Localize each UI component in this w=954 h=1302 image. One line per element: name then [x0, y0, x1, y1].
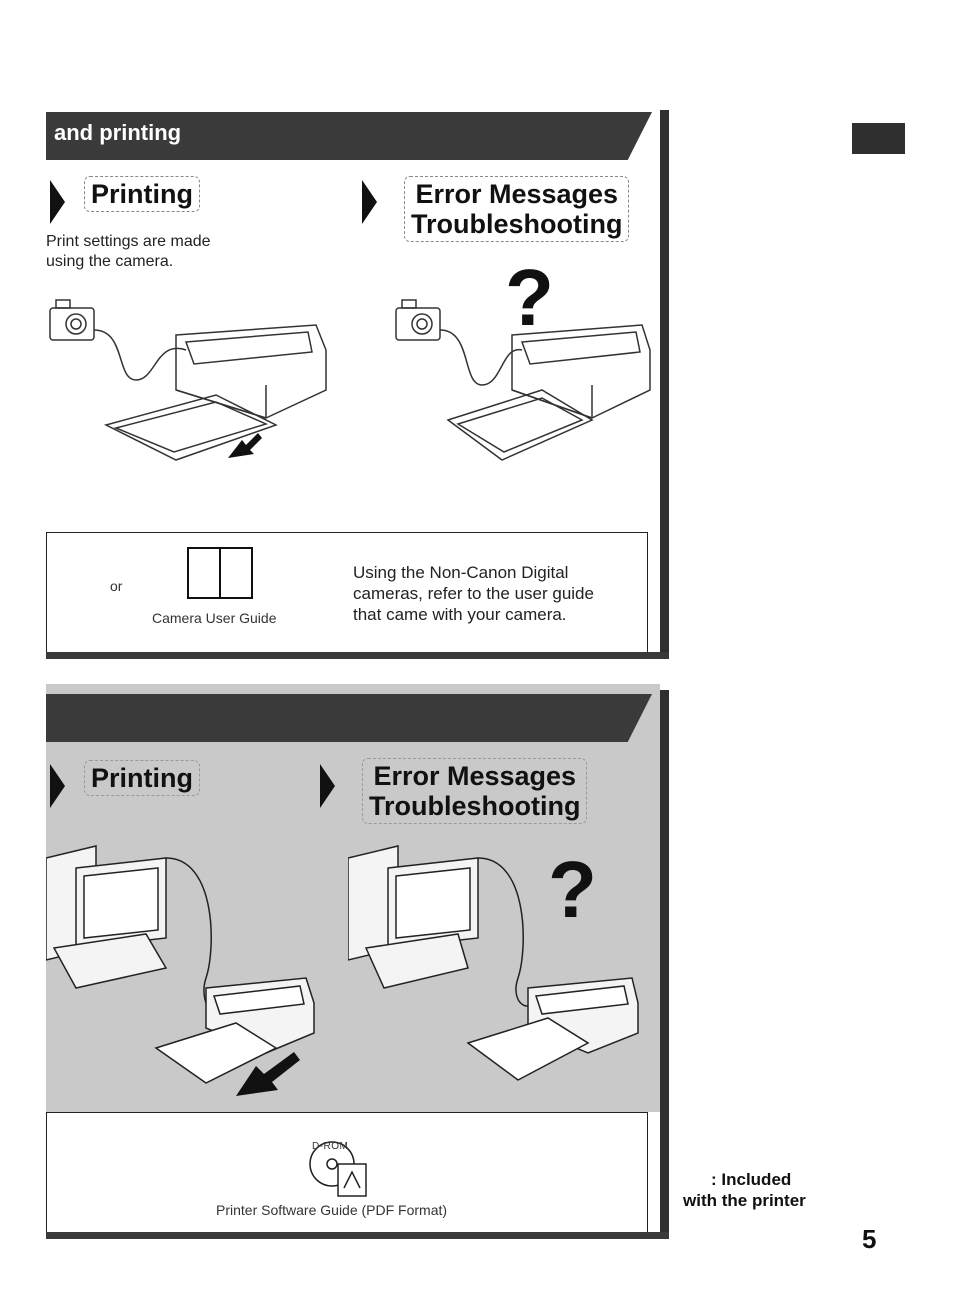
printer-icon: [154, 977, 315, 1084]
note-box-bottom: [46, 1112, 648, 1233]
section-banner-top: [46, 112, 652, 160]
camera-icon: [395, 299, 441, 341]
legend-line1: : Included: [711, 1170, 792, 1189]
or-label: or: [110, 578, 123, 594]
error-heading-line1: Error Messages: [415, 179, 619, 209]
question-mark: ?: [505, 253, 554, 342]
error-heading: Error Messages Troubleshooting: [404, 176, 630, 242]
banner-title: and printing: [54, 120, 182, 145]
note-line2: cameras, refer to the user guide: [353, 584, 594, 603]
cd-caption: Printer Software Guide (PDF Format): [216, 1202, 448, 1218]
cd-label: D-ROM: [312, 1141, 349, 1152]
arrow-down-left-icon: [236, 1052, 300, 1096]
note-line3: that came with your camera.: [353, 605, 567, 624]
printer-icon: [446, 324, 651, 461]
side-tab: [852, 123, 905, 154]
error-heading-2-line1: Error Messages: [373, 761, 577, 791]
section-banner-bottom: [46, 694, 652, 742]
page-number: 5: [862, 1224, 877, 1254]
camera-printer-illustration: [49, 299, 327, 461]
error-heading-2-line2: Troubleshooting: [369, 791, 581, 821]
arrow-right-icon: [50, 764, 65, 808]
printing-desc-line2: using the camera.: [46, 253, 174, 270]
printing-heading-2: Printing: [84, 760, 200, 796]
computer-icon: [348, 845, 479, 989]
section-bottom-bar-top: [46, 652, 669, 659]
printing-desc-line1: Print settings are made: [46, 233, 211, 250]
cd-rom-icon: [309, 1141, 367, 1197]
printer-icon: [103, 324, 327, 461]
legend-line2: with the printer: [683, 1191, 806, 1210]
computer-icon: [46, 845, 168, 989]
computer-printer-illustration-2: [348, 845, 639, 1081]
printing-heading: Printing: [84, 176, 200, 212]
note-box-top: [46, 532, 648, 653]
error-heading-2: Error Messages Troubleshooting: [362, 758, 588, 824]
camera-printer-illustration-2: [395, 299, 651, 461]
section-right-bar-bottom: [660, 690, 669, 1238]
arrow-down-left-icon: [228, 433, 262, 458]
section-right-bar-top: [660, 110, 669, 658]
question-mark-2: ?: [548, 845, 597, 934]
arrow-right-icon: [50, 180, 65, 224]
note-line1: Using the Non-Canon Digital: [353, 563, 569, 582]
arrow-right-icon: [320, 764, 335, 808]
arrow-right-icon: [362, 180, 377, 224]
section-bottom-bar-bottom: [46, 1232, 669, 1239]
book-icon: [187, 547, 253, 599]
printer-icon: [466, 977, 639, 1081]
camera-icon: [49, 299, 95, 341]
error-heading-line2: Troubleshooting: [411, 209, 623, 239]
manual-caption: Camera User Guide: [152, 610, 277, 626]
computer-printer-illustration: [46, 845, 315, 1096]
